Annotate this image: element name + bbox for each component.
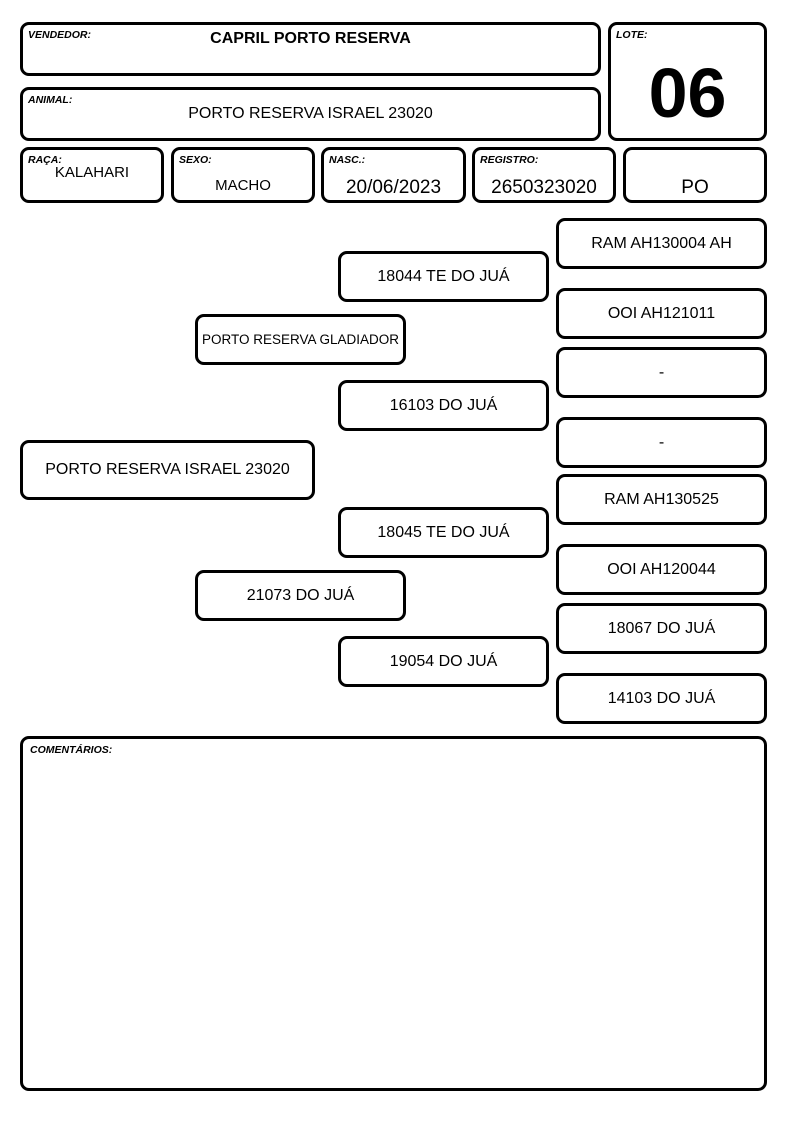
sexo-box: SEXO: MACHO: [171, 147, 315, 203]
raca-box: RAÇA: KALAHARI: [20, 147, 164, 203]
pedigree-great-grandparent: OOI AH120044: [556, 544, 767, 595]
vendedor-box: VENDEDOR: CAPRIL PORTO RESERVA: [20, 22, 601, 76]
animal-value: PORTO RESERVA ISRAEL 23020: [188, 105, 433, 122]
vendedor-value: CAPRIL PORTO RESERVA: [210, 30, 411, 47]
raca-value: KALAHARI: [54, 164, 130, 181]
pedigree-animal: PORTO RESERVA ISRAEL 23020: [20, 440, 315, 500]
raca-label: RAÇA:: [28, 154, 62, 166]
pedigree-great-grandparent: 14103 DO JUÁ: [556, 673, 767, 724]
registro-value: 2650323020: [491, 177, 597, 198]
nasc-label: NASC.:: [329, 154, 366, 166]
pedigree-great-grandparent: RAM AH130525: [556, 474, 767, 525]
comentarios-box: COMENTÁRIOS:: [20, 736, 767, 1091]
pedigree-dam: 21073 DO JUÁ: [195, 570, 406, 621]
categoria-value: PO: [681, 177, 709, 198]
registro-box: REGISTRO: 2650323020: [472, 147, 616, 203]
nasc-value: 20/06/2023: [345, 177, 442, 198]
animal-label: ANIMAL:: [28, 94, 73, 106]
lote-value: 06: [648, 54, 727, 132]
lote-label: LOTE:: [616, 29, 648, 41]
lote-box: LOTE: 06: [608, 22, 767, 141]
registro-label: REGISTRO:: [480, 154, 539, 166]
sexo-label: SEXO:: [179, 154, 212, 166]
sexo-value: MACHO: [215, 177, 271, 194]
pedigree-sire: PORTO RESERVA GLADIADOR: [195, 314, 406, 365]
pedigree-great-grandparent: -: [556, 347, 767, 398]
pedigree-maternal-grandsire: 18045 TE DO JUÁ: [338, 507, 549, 558]
pedigree-great-grandparent: 18067 DO JUÁ: [556, 603, 767, 654]
pedigree-great-grandparent: OOI AH121011: [556, 288, 767, 339]
categoria-box: PO: [623, 147, 767, 203]
animal-box: ANIMAL: PORTO RESERVA ISRAEL 23020: [20, 87, 601, 141]
pedigree-paternal-granddam: 16103 DO JUÁ: [338, 380, 549, 431]
pedigree-maternal-granddam: 19054 DO JUÁ: [338, 636, 549, 687]
pedigree-great-grandparent: RAM AH130004 AH: [556, 218, 767, 269]
nasc-box: NASC.: 20/06/2023: [321, 147, 466, 203]
pedigree-paternal-grandsire: 18044 TE DO JUÁ: [338, 251, 549, 302]
vendedor-label: VENDEDOR:: [28, 29, 92, 41]
comentarios-label: COMENTÁRIOS:: [30, 744, 113, 756]
pedigree-great-grandparent: -: [556, 417, 767, 468]
